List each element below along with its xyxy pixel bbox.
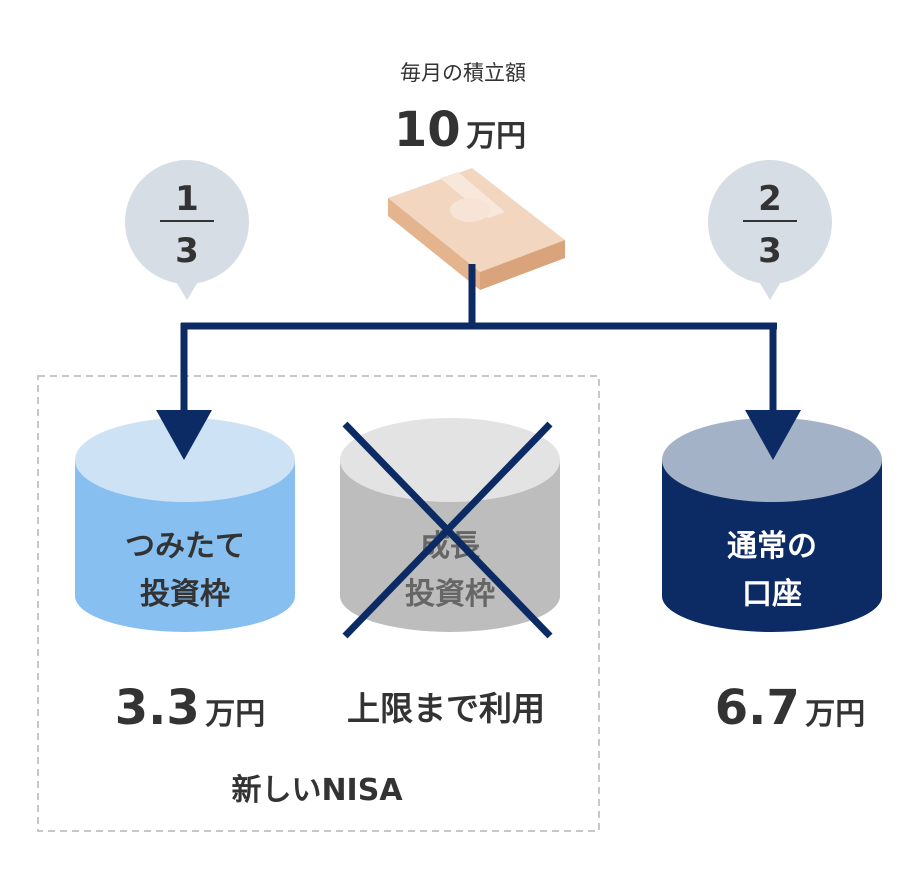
tsujo-amount-unit: 万円 bbox=[805, 697, 865, 732]
split-connector bbox=[180, 264, 777, 420]
tsumitate-amount-number: 3.3 bbox=[115, 680, 200, 736]
fraction-left-numerator: 1 bbox=[175, 179, 199, 219]
nisa-group-frame bbox=[37, 375, 600, 832]
seicho-label-line2: 投資枠 bbox=[405, 577, 495, 612]
tsumitate-bucket bbox=[75, 418, 295, 632]
tsujo-amount-number: 6.7 bbox=[715, 680, 800, 736]
cross-out-icon bbox=[342, 421, 553, 639]
fraction-right-denominator: 3 bbox=[758, 231, 782, 271]
tsumitate-label-line1: つみたて bbox=[125, 529, 245, 564]
tsujo-bucket bbox=[662, 418, 882, 632]
seicho-note: 上限まで利用 bbox=[347, 689, 545, 728]
fraction-right-numerator: 2 bbox=[758, 179, 782, 219]
tsujo-amount: 6.7 万円 bbox=[715, 680, 866, 736]
tsujo-label-line2: 口座 bbox=[742, 577, 802, 612]
monthly-amount-number: 10 bbox=[394, 102, 461, 158]
tsujo-label-line1: 通常の bbox=[727, 529, 817, 564]
tsumitate-amount-unit: 万円 bbox=[205, 697, 265, 732]
arrow-down-left-icon bbox=[156, 410, 212, 460]
fraction-bubble-left: 1 3 bbox=[125, 160, 249, 300]
money-bundle-icon bbox=[388, 168, 565, 290]
monthly-amount-unit: 万円 bbox=[466, 119, 526, 154]
tsumitate-amount: 3.3 万円 bbox=[115, 680, 266, 736]
monthly-amount: 10 万円 bbox=[394, 102, 526, 158]
fraction-left-denominator: 3 bbox=[175, 231, 199, 271]
nisa-group-label: 新しいNISA bbox=[231, 773, 403, 808]
monthly-caption: 毎月の積立額 bbox=[400, 61, 526, 85]
fraction-bubble-right: 2 3 bbox=[708, 160, 832, 300]
tsumitate-label-line2: 投資枠 bbox=[140, 577, 230, 612]
arrow-down-right-icon bbox=[745, 410, 801, 460]
